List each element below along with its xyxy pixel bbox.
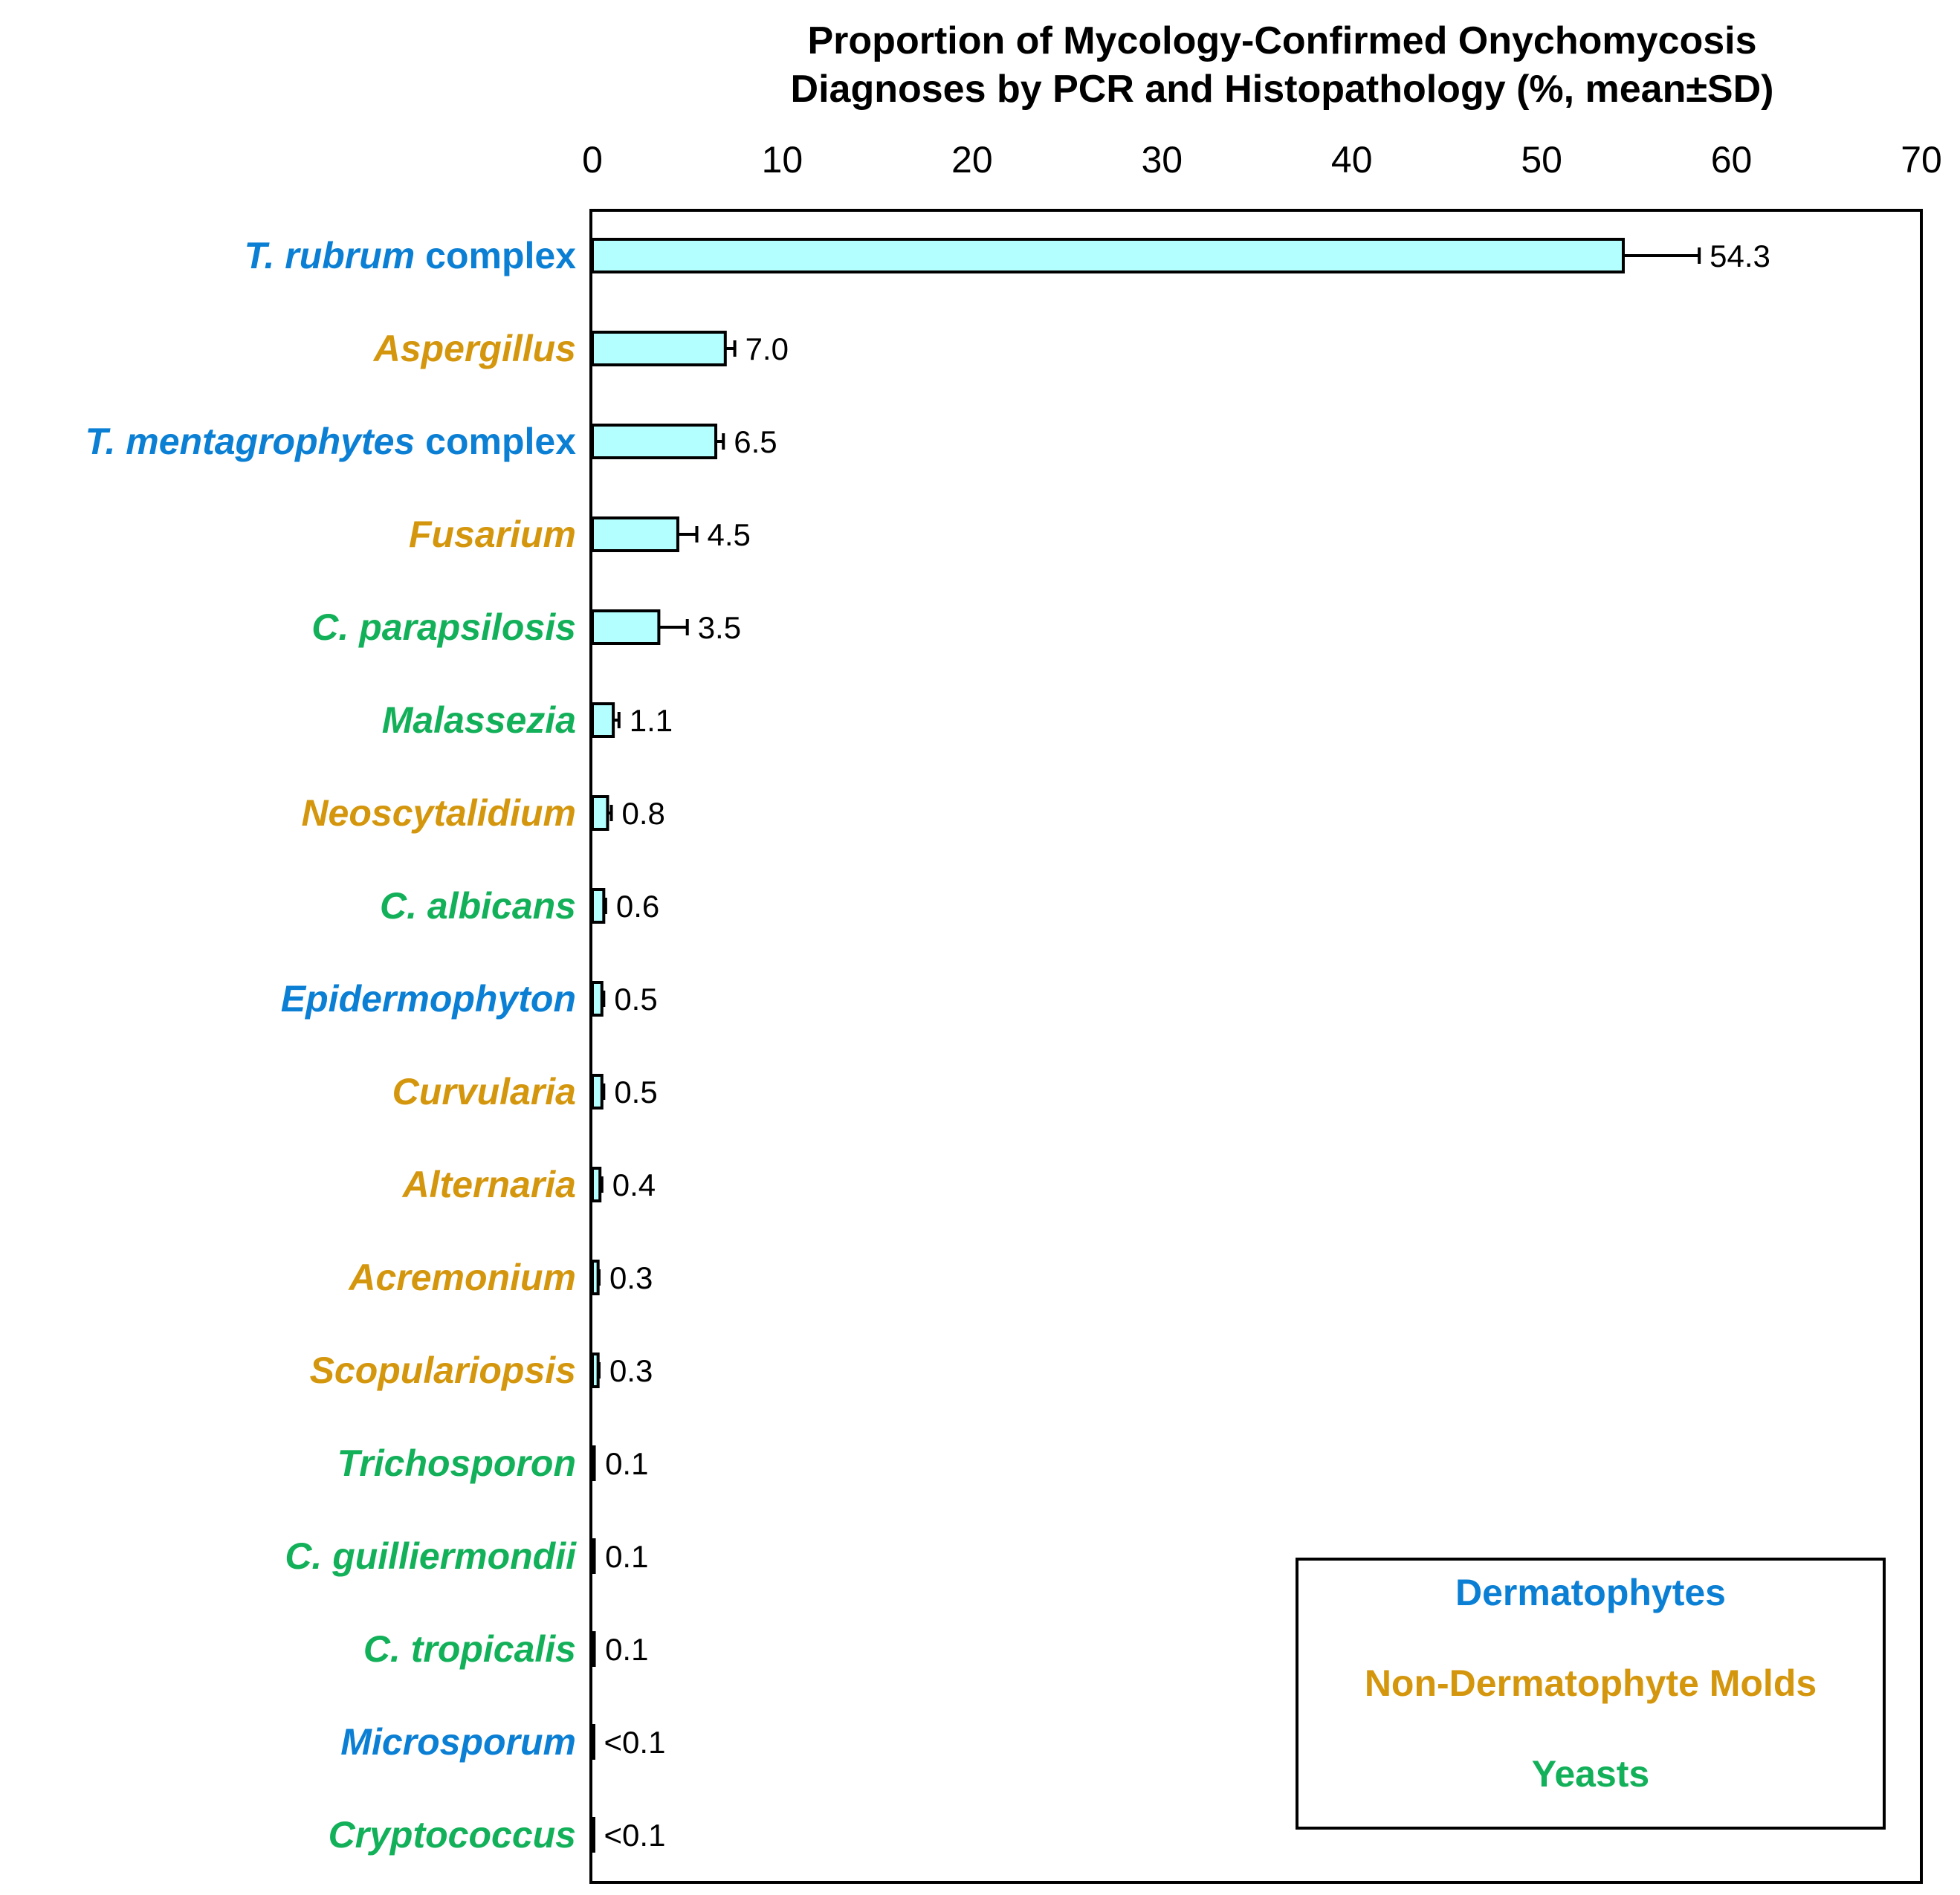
category-label-italic: Neoscytalidium	[301, 792, 576, 834]
category-label-suffix: complex	[415, 235, 576, 276]
category-label: C. parapsilosis	[311, 606, 576, 648]
category-label: Aspergillus	[372, 328, 576, 369]
x-tick-label: 0	[582, 139, 603, 181]
bars-group: 54.3 7.0 6.5 4.5 3.5 1.1 0.8 0.6 0.5 0.5 0.4 0.3 0.3…	[591, 238, 1770, 1853]
data-label: <0.1	[604, 1818, 666, 1853]
x-tick-label: 70	[1901, 139, 1942, 181]
data-label: 54.3	[1710, 239, 1770, 273]
bar	[591, 609, 661, 645]
bar	[591, 981, 604, 1017]
bar	[591, 795, 609, 831]
data-label: 0.3	[609, 1353, 653, 1388]
category-label-italic: Trichosporon	[337, 1442, 576, 1484]
category-label-italic: T. rubrum	[245, 235, 415, 276]
bar	[591, 888, 606, 924]
category-label-italic: Alternaria	[401, 1164, 576, 1205]
x-tick-label: 40	[1331, 139, 1373, 181]
data-label: 6.5	[734, 424, 777, 459]
category-label: T. mentagrophytes complex	[85, 421, 577, 462]
category-label: Epidermophyton	[281, 978, 576, 1020]
x-tick-label: 60	[1711, 139, 1753, 181]
category-label-italic: Cryptococcus	[329, 1814, 576, 1856]
bar	[591, 1167, 602, 1202]
data-label: 0.1	[605, 1632, 648, 1667]
category-label: Alternaria	[401, 1164, 576, 1205]
legend-entry: Yeasts	[1532, 1753, 1649, 1795]
category-label-italic: Scopulariopsis	[310, 1350, 576, 1391]
bar	[591, 331, 727, 366]
data-label: 1.1	[630, 703, 673, 738]
bar	[591, 702, 615, 738]
category-label-italic: T. mentagrophytes	[85, 421, 415, 462]
bar	[591, 1817, 595, 1853]
category-label-italic: Fusarium	[409, 514, 576, 555]
data-label: 0.1	[605, 1446, 648, 1481]
x-tick-label: 30	[1141, 139, 1183, 181]
category-label: Cryptococcus	[329, 1814, 576, 1856]
bar	[591, 1074, 604, 1110]
legend-entry: Non-Dermatophyte Molds	[1365, 1662, 1817, 1704]
legend-box	[1296, 1558, 1886, 1830]
category-label-italic: Malassezia	[382, 699, 576, 741]
bar	[591, 1353, 600, 1388]
x-axis-ticks: 0 10 20 30 40 50 60 70	[582, 139, 1942, 181]
plot-area-frame	[589, 209, 1923, 1884]
bar	[591, 1631, 596, 1667]
category-label: C. albicans	[380, 885, 576, 927]
bar	[591, 1538, 596, 1574]
category-label: Neoscytalidium	[301, 792, 576, 834]
data-label: 4.5	[707, 517, 750, 552]
category-label-italic: C. tropicalis	[363, 1628, 576, 1670]
category-label-italic: Microsporum	[340, 1721, 576, 1763]
category-label-italic: C. parapsilosis	[311, 606, 576, 648]
bar	[591, 516, 679, 552]
bar	[591, 1724, 595, 1760]
bar	[591, 238, 1625, 273]
x-tick-label: 10	[762, 139, 803, 181]
data-label: 0.5	[614, 982, 657, 1017]
x-tick-label: 20	[951, 139, 993, 181]
data-label: 7.0	[745, 331, 789, 366]
data-label: 0.4	[612, 1167, 656, 1202]
category-label-italic: Curvularia	[392, 1071, 576, 1112]
category-label: Fusarium	[409, 514, 576, 555]
data-label: 0.8	[622, 796, 665, 831]
chart-title-line-2: Diagnoses by PCR and Histopathology (%, …	[791, 68, 1774, 111]
category-label: Microsporum	[340, 1721, 576, 1763]
category-label: Scopulariopsis	[310, 1350, 576, 1391]
category-label: C. guilliermondii	[285, 1535, 577, 1577]
category-label-italic: Epidermophyton	[281, 978, 576, 1020]
category-label: Trichosporon	[337, 1442, 576, 1484]
bar	[591, 1260, 600, 1295]
data-label: 3.5	[698, 610, 741, 645]
data-label: <0.1	[604, 1725, 666, 1760]
category-label-suffix: complex	[415, 421, 576, 462]
data-label: 0.5	[614, 1075, 657, 1110]
category-label-italic: C. guilliermondii	[285, 1535, 577, 1577]
category-label: C. tropicalis	[363, 1628, 576, 1670]
category-label-italic: Acremonium	[347, 1257, 576, 1298]
category-label-italic: Aspergillus	[372, 328, 576, 369]
chart-title-line-1: Proportion of Mycology-Confirmed Onychom…	[808, 19, 1757, 62]
data-label: 0.6	[616, 889, 659, 924]
category-label-italic: C. albicans	[380, 885, 576, 927]
category-label: Acremonium	[347, 1257, 576, 1298]
data-label: 0.3	[609, 1260, 653, 1295]
data-label: 0.1	[605, 1539, 648, 1574]
category-label: T. rubrum complex	[245, 235, 577, 276]
bar	[591, 424, 718, 459]
bar	[591, 1445, 596, 1481]
category-label: Malassezia	[382, 699, 576, 741]
legend-entry: Dermatophytes	[1455, 1572, 1726, 1613]
category-label: Curvularia	[392, 1071, 576, 1112]
x-tick-label: 50	[1521, 139, 1562, 181]
